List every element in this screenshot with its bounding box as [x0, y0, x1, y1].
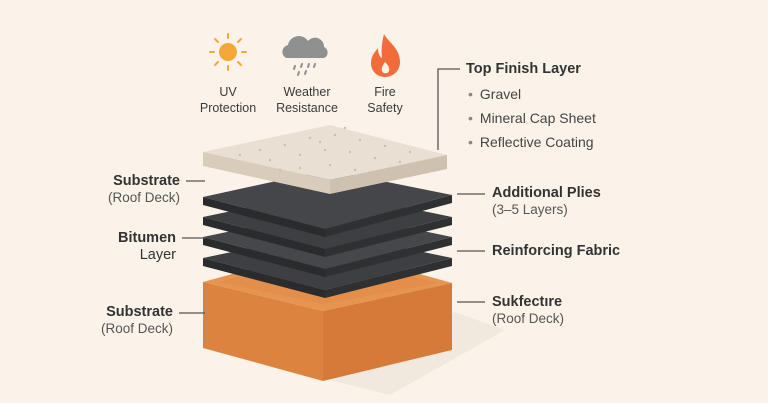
- substrate-bottom-label: Substrate (Roof Deck): [73, 304, 173, 338]
- label-sub: (Roof Deck): [100, 321, 173, 337]
- bullet-dot: •: [468, 134, 473, 150]
- label-title: Bitumen: [118, 230, 176, 246]
- bitumen-ply-1: [203, 170, 452, 237]
- bullet-text: Reflective Coating: [479, 134, 594, 150]
- bullet-mineral-cap: • Mineral Cap Sheet: [468, 110, 596, 126]
- label-sub: (Roof Deck): [492, 311, 565, 327]
- bullet-dot: •: [468, 86, 473, 102]
- flame-icon: [371, 34, 400, 77]
- caption-line2: Safety: [367, 100, 403, 115]
- top-finish-bracket: [437, 68, 460, 150]
- label-title: Additional Plies: [492, 185, 601, 201]
- uv-protection-caption: UV Protection: [195, 85, 261, 116]
- label-title: Substrate: [106, 304, 173, 320]
- bullet-text: Mineral Cap Sheet: [479, 110, 596, 126]
- substrate-top-label: Substrate (Roof Deck): [80, 173, 180, 207]
- bullet-dot: •: [468, 110, 473, 126]
- label-title: Substrate: [113, 173, 180, 189]
- label-title: Reinforcing Fabric: [492, 243, 621, 259]
- bitumen-label: Bitumen Layer: [76, 230, 176, 265]
- label-title: Sukfectıre: [492, 294, 563, 310]
- label-sub: Layer: [139, 247, 176, 264]
- connector-lines: [179, 68, 485, 314]
- sun-icon: [209, 33, 247, 71]
- additional-plies-label: Additional Plies (3–5 Layers): [492, 185, 601, 219]
- top-finish-title: Top Finish Layer: [466, 61, 581, 77]
- label-sub: (Roof Deck): [107, 190, 180, 206]
- caption-line1: Weather: [283, 85, 331, 99]
- bullet-gravel: • Gravel: [468, 86, 521, 102]
- caption-line1: Fire: [374, 85, 396, 99]
- caption-line2: Protection: [199, 100, 257, 115]
- base-substrate-label: Sukfectıre (Roof Deck): [492, 294, 564, 328]
- top-finish-layer: [203, 125, 447, 194]
- caption-line2: Resistance: [276, 100, 338, 115]
- reinforcing-fabric-label: Reinforcing Fabric: [492, 243, 620, 260]
- bullet-reflective: • Reflective Coating: [468, 134, 594, 150]
- label-sub: (3–5 Layers): [492, 202, 568, 218]
- caption-line1: UV: [219, 85, 237, 99]
- fire-safety-caption: Fire Safety: [360, 85, 410, 116]
- rain-cloud-icon: [282, 36, 328, 76]
- bullet-text: Gravel: [479, 86, 522, 102]
- weather-resistance-caption: Weather Resistance: [267, 85, 347, 116]
